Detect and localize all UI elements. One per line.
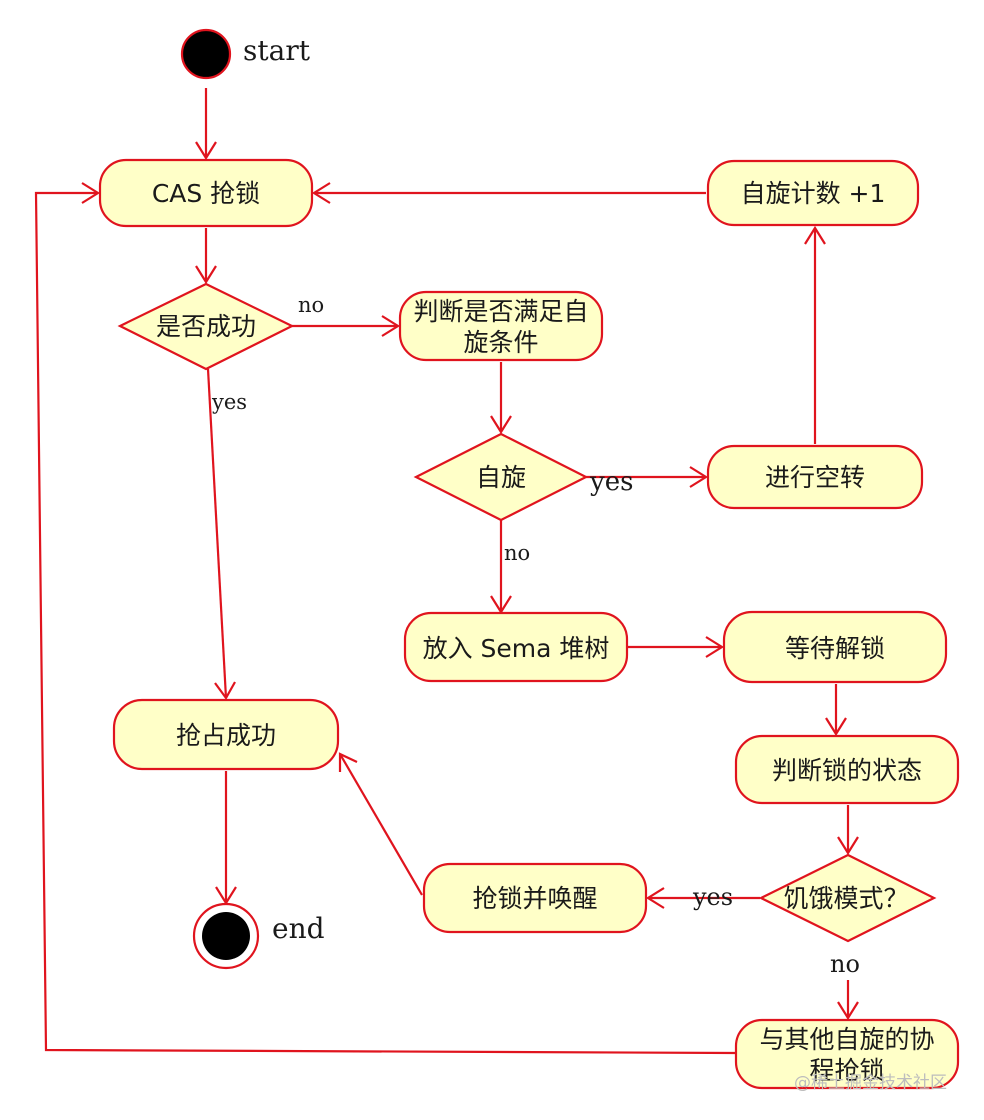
node-grab-wake-label: 抢锁并唤醒 xyxy=(472,884,597,913)
label-starve-yes: yes xyxy=(692,883,733,911)
decision-is-success-label: 是否成功 xyxy=(156,312,256,341)
label-spin-yes: yes xyxy=(589,467,633,497)
node-compete-line1: 与其他自旋的协 xyxy=(759,1025,934,1054)
decision-starvation-label: 饥饿模式？ xyxy=(783,884,908,913)
node-check-spin-box xyxy=(398,290,604,362)
decision-spin-label: 自旋 xyxy=(476,463,526,492)
arrowhead-sema-to-wait xyxy=(705,636,725,658)
node-check-spin-line2: 旋条件 xyxy=(463,328,538,357)
decision-starvation: 饥饿模式？ xyxy=(758,853,937,943)
watermark: @稀土掘金技术社区 xyxy=(794,1073,947,1093)
end-inner-circle xyxy=(202,912,250,960)
edge-labels: no yes yes no yes no xyxy=(211,293,860,978)
arrowhead-busy-to-count xyxy=(804,225,826,245)
arrowhead-starve-no xyxy=(837,1001,859,1021)
node-put-sema: 放入 Sema 堆树 xyxy=(403,611,629,683)
arrowhead-judge-to-starve xyxy=(837,836,859,856)
decision-is-success-diamond xyxy=(117,282,295,371)
node-busy-wait-label: 进行空转 xyxy=(765,463,865,492)
arrowhead-wake-to-success xyxy=(338,752,358,772)
label-spin-no: no xyxy=(504,541,530,565)
node-judge-state-label: 判断锁的状态 xyxy=(772,756,922,785)
node-put-sema-label: 放入 Sema 堆树 xyxy=(423,634,610,663)
arrowhead-check-to-spin xyxy=(490,415,512,435)
node-spin-count-box xyxy=(706,159,920,227)
node-grab-success-box xyxy=(112,698,340,771)
decision-starvation-diamond xyxy=(758,853,937,943)
node-spin-count-label: 自旋计数 +1 xyxy=(741,179,886,208)
arrowhead-success-yes xyxy=(214,681,236,701)
arrowhead-cas-to-success xyxy=(195,265,217,285)
arrowhead-wait-to-judge xyxy=(825,717,847,737)
arrowhead-starve-yes xyxy=(645,887,665,909)
node-busy-wait: 进行空转 xyxy=(706,444,924,510)
node-busy-wait-box xyxy=(706,444,924,510)
start-node: start xyxy=(180,28,311,80)
node-put-sema-box xyxy=(403,611,629,683)
arrowhead-start-to-cas xyxy=(195,141,217,161)
arrowhead-count-to-cas xyxy=(311,182,331,204)
start-circle xyxy=(180,28,232,80)
decision-is-success: 是否成功 xyxy=(117,282,295,371)
edge-compete-to-cas xyxy=(34,191,736,1055)
node-spin-count: 自旋计数 +1 xyxy=(706,159,920,227)
end-node: end xyxy=(192,902,325,970)
edge-wake-to-success xyxy=(339,753,423,896)
node-cas-lock-label: CAS 抢锁 xyxy=(152,179,260,208)
arrowhead-success-no xyxy=(381,315,401,337)
node-grab-wake-box xyxy=(422,862,648,934)
node-compete: 与其他自旋的协 程抢锁 xyxy=(734,1018,960,1090)
node-grab-success-label: 抢占成功 xyxy=(176,721,276,750)
end-label: end xyxy=(272,912,325,945)
decision-spin: 自旋 xyxy=(413,432,589,522)
edge-success-yes xyxy=(206,368,228,699)
label-success-yes: yes xyxy=(211,390,247,414)
node-check-spin-line1: 判断是否满足自 xyxy=(413,297,588,326)
arrowhead-spin-yes xyxy=(689,466,709,488)
node-judge-state-box xyxy=(734,734,960,805)
node-grab-wake: 抢锁并唤醒 xyxy=(422,862,648,934)
node-judge-state: 判断锁的状态 xyxy=(734,734,960,805)
label-starve-no: no xyxy=(830,950,860,978)
start-label: start xyxy=(243,34,311,67)
node-wait-unlock-label: 等待解锁 xyxy=(785,634,885,663)
node-wait-unlock-box xyxy=(722,610,948,684)
node-compete-box xyxy=(734,1018,960,1090)
node-check-spin: 判断是否满足自 旋条件 xyxy=(398,290,604,362)
label-success-no: no xyxy=(298,293,324,317)
node-wait-unlock: 等待解锁 xyxy=(722,610,948,684)
arrowhead-compete-to-cas xyxy=(81,182,101,204)
node-cas-lock-box xyxy=(98,158,314,228)
node-compete-line2: 程抢锁 xyxy=(809,1056,884,1085)
edges xyxy=(34,88,859,1055)
node-grab-success: 抢占成功 xyxy=(112,698,340,771)
node-cas-lock: CAS 抢锁 xyxy=(98,158,314,228)
decision-spin-diamond xyxy=(413,432,589,522)
